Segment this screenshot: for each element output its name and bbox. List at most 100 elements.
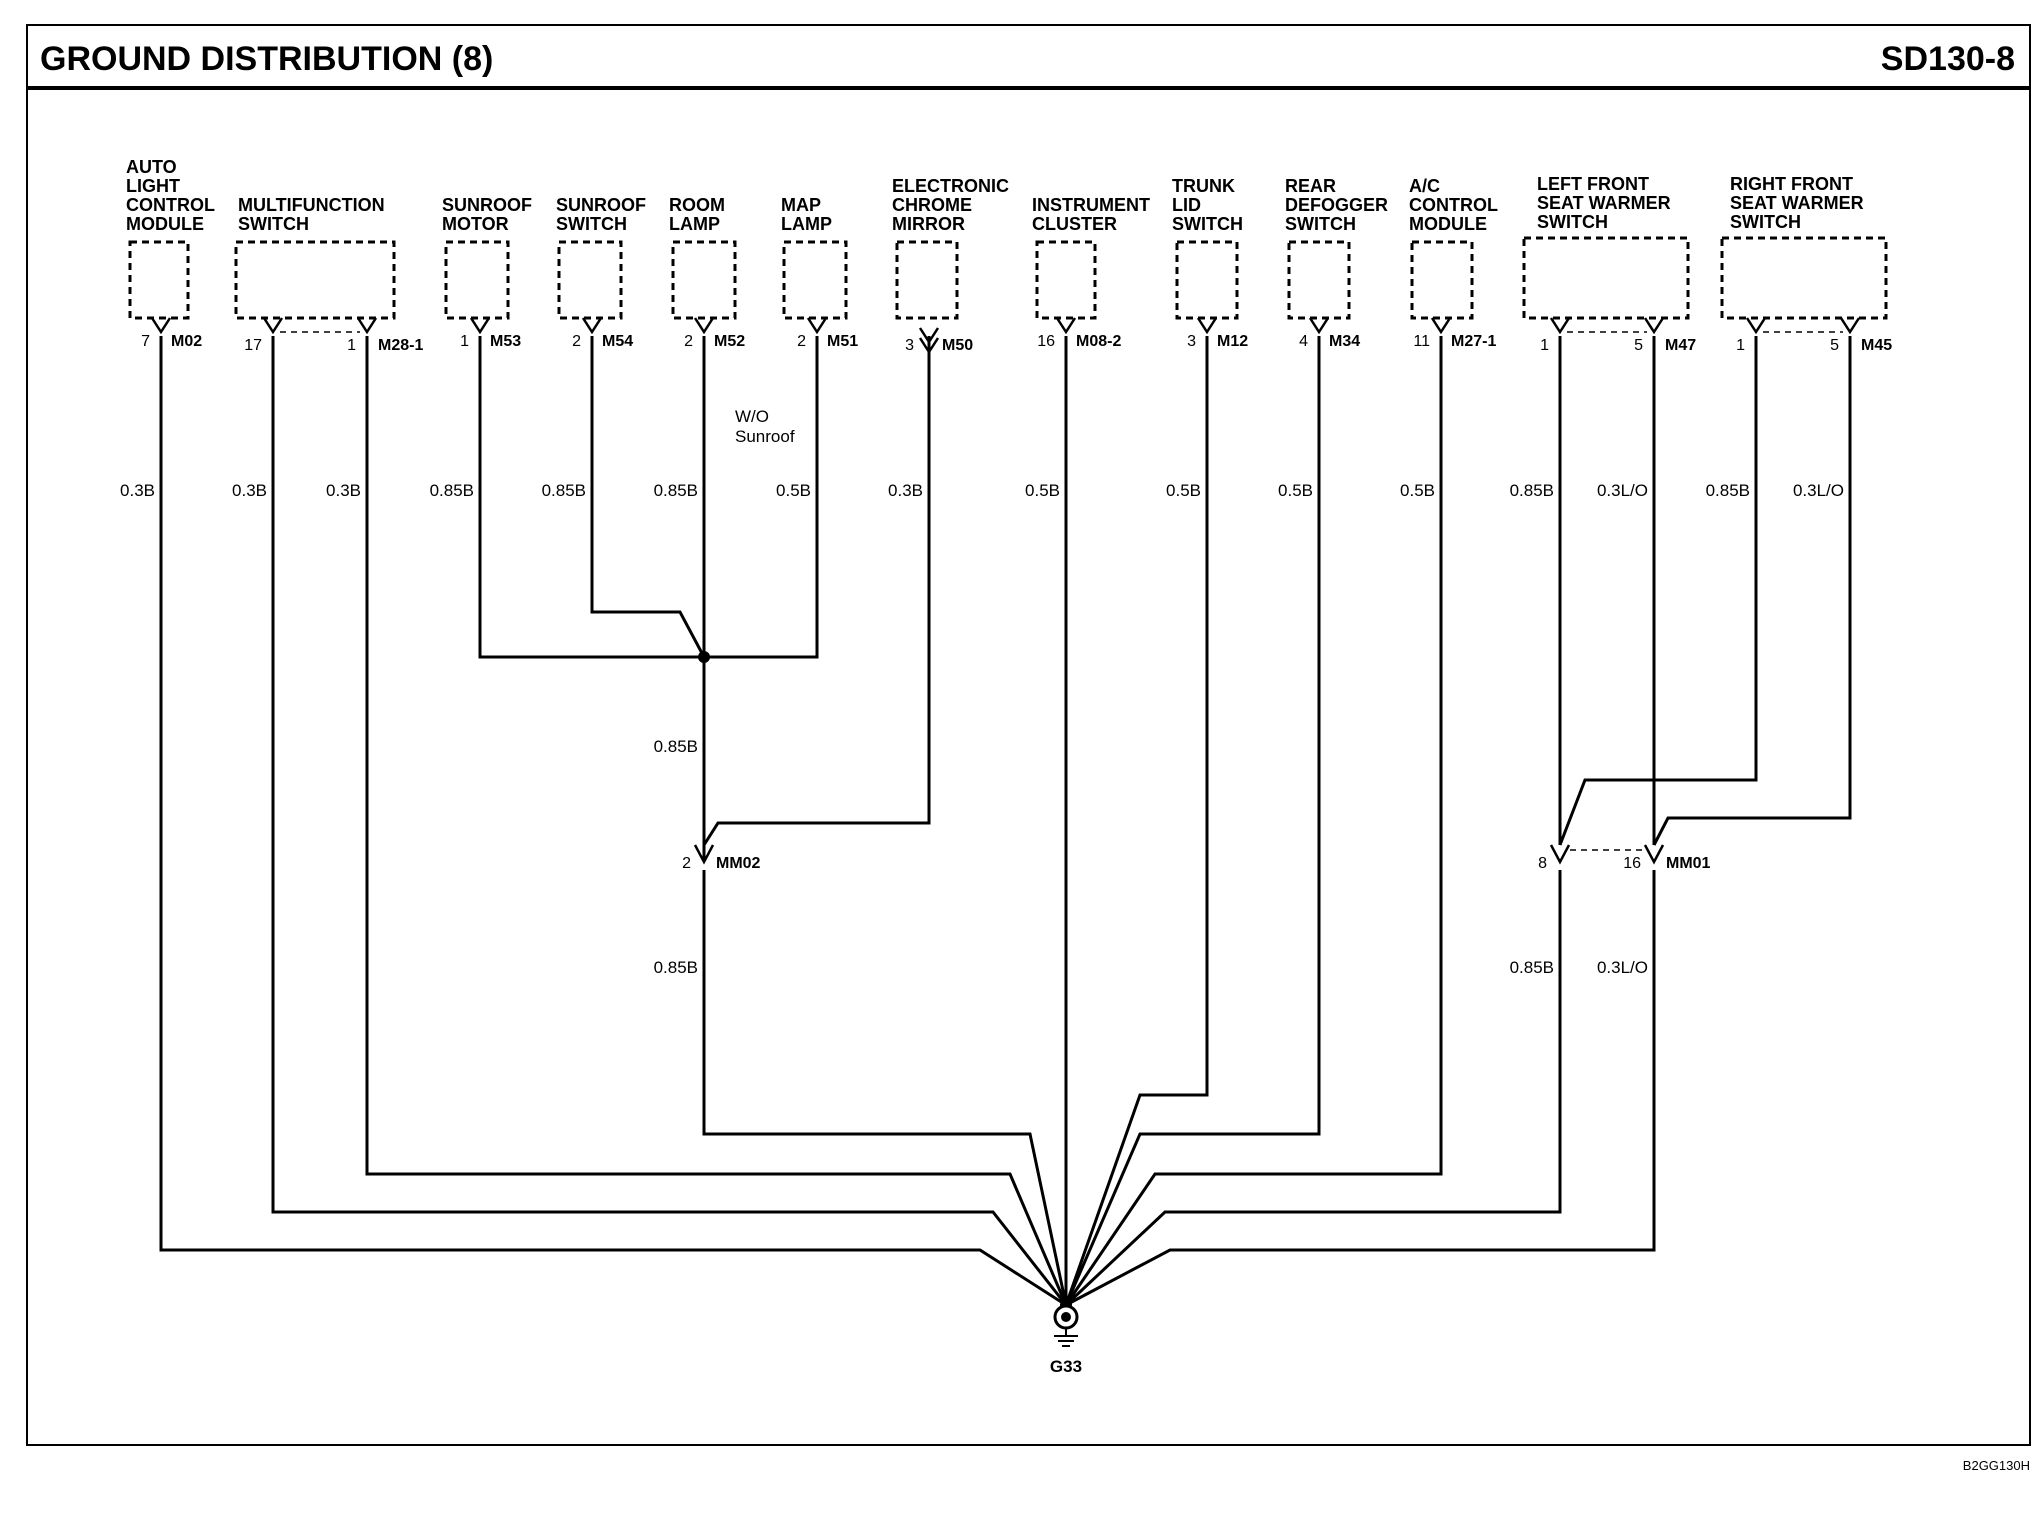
label-sunroof-switch: SUNROOF SWITCH	[556, 195, 646, 234]
svg-text:3: 3	[1187, 333, 1196, 350]
box-map-lamp	[782, 240, 848, 320]
wire-m28-17	[271, 336, 1068, 1306]
svg-text:0.85B: 0.85B	[1510, 481, 1554, 500]
footer-code: B2GG130H	[1963, 1458, 2030, 1473]
box-right-seat-warmer	[1720, 236, 1888, 320]
box-room-lamp	[671, 240, 737, 320]
svg-text:2: 2	[682, 855, 691, 872]
wire-m27-11	[1064, 336, 1443, 1306]
svg-text:SWITCH: SWITCH	[1172, 214, 1243, 234]
svg-text:TRUNK: TRUNK	[1172, 176, 1235, 196]
svg-text:0.5B: 0.5B	[1278, 481, 1313, 500]
svg-text:CLUSTER: CLUSTER	[1032, 214, 1117, 234]
svg-text:SWITCH: SWITCH	[238, 214, 309, 234]
ground-label: G33	[1050, 1357, 1082, 1376]
svg-text:5: 5	[1830, 337, 1839, 354]
svg-text:ROOM: ROOM	[669, 195, 725, 215]
page-title: GROUND DISTRIBUTION (8)	[40, 40, 493, 78]
ground-g33: G33	[1050, 1299, 1082, 1376]
svg-text:M51: M51	[827, 333, 858, 350]
page-code: SD130-8	[1881, 40, 2015, 78]
svg-text:REAR: REAR	[1285, 176, 1336, 196]
svg-text:M28-1: M28-1	[378, 337, 423, 354]
svg-text:16: 16	[1623, 855, 1641, 872]
wire-mm02-out	[702, 870, 1068, 1306]
svg-text:SWITCH: SWITCH	[1537, 212, 1608, 232]
svg-text:M52: M52	[714, 333, 745, 350]
box-rear-defogger	[1287, 240, 1351, 320]
svg-text:2: 2	[684, 333, 693, 350]
svg-text:7: 7	[141, 333, 150, 350]
svg-text:SEAT WARMER: SEAT WARMER	[1730, 193, 1864, 213]
label-chrome-mirror: ELECTRONIC CHROME MIRROR	[892, 176, 1009, 234]
svg-text:2: 2	[797, 333, 806, 350]
box-sunroof-motor	[444, 240, 510, 320]
svg-text:MAP: MAP	[781, 195, 821, 215]
label-room-lamp: ROOM LAMP	[669, 195, 725, 234]
svg-text:1: 1	[347, 337, 356, 354]
wire-m53-1	[478, 336, 704, 659]
box-chrome-mirror	[895, 240, 959, 320]
svg-text:0.3L/O: 0.3L/O	[1597, 958, 1648, 977]
svg-text:16: 16	[1037, 333, 1055, 350]
label-instrument-cluster: INSTRUMENT CLUSTER	[1032, 195, 1150, 234]
svg-text:CONTROL: CONTROL	[1409, 195, 1498, 215]
svg-text:0.5B: 0.5B	[1166, 481, 1201, 500]
label-left-seat-warmer: LEFT FRONT SEAT WARMER SWITCH	[1537, 174, 1671, 232]
splice-point	[698, 651, 710, 663]
svg-text:0.5B: 0.5B	[1400, 481, 1435, 500]
box-multifunction	[234, 240, 396, 320]
svg-text:MULTIFUNCTION: MULTIFUNCTION	[238, 195, 385, 215]
svg-text:5: 5	[1634, 337, 1643, 354]
svg-text:M47: M47	[1665, 337, 1696, 354]
svg-text:M02: M02	[171, 333, 202, 350]
components	[128, 236, 1888, 865]
wire-m34-4	[1064, 336, 1321, 1306]
box-ac-control	[1410, 240, 1474, 320]
svg-text:LIGHT: LIGHT	[126, 176, 180, 196]
svg-text:M45: M45	[1861, 337, 1892, 354]
svg-text:Sunroof: Sunroof	[735, 427, 795, 446]
label-rear-defogger: REAR DEFOGGER SWITCH	[1285, 176, 1388, 234]
svg-text:MIRROR: MIRROR	[892, 214, 965, 234]
diagram-frame	[26, 24, 2031, 1446]
wire-m45-5	[1652, 336, 1852, 846]
svg-text:1: 1	[1540, 337, 1549, 354]
svg-text:LAMP: LAMP	[669, 214, 720, 234]
svg-text:M27-1: M27-1	[1451, 333, 1496, 350]
svg-text:SWITCH: SWITCH	[556, 214, 627, 234]
svg-text:M50: M50	[942, 337, 973, 354]
wire-mm01-8	[1064, 870, 1562, 1307]
svg-text:2: 2	[572, 333, 581, 350]
svg-text:4: 4	[1299, 333, 1308, 350]
svg-text:MODULE: MODULE	[1409, 214, 1487, 234]
label-ac-control: A/C CONTROL MODULE	[1409, 176, 1498, 234]
wire-m54-2	[590, 336, 706, 658]
label-sunroof-motor: SUNROOF MOTOR	[442, 195, 532, 234]
box-left-seat-warmer	[1522, 236, 1690, 320]
wires	[159, 336, 1852, 1307]
connector-chevrons	[150, 317, 1861, 865]
svg-text:0.3B: 0.3B	[888, 481, 923, 500]
svg-text:SEAT WARMER: SEAT WARMER	[1537, 193, 1671, 213]
svg-text:0.3B: 0.3B	[326, 481, 361, 500]
svg-text:1: 1	[1736, 337, 1745, 354]
svg-text:17: 17	[244, 337, 262, 354]
svg-text:A/C: A/C	[1409, 176, 1440, 196]
svg-text:CONTROL: CONTROL	[126, 195, 215, 215]
svg-text:INSTRUMENT: INSTRUMENT	[1032, 195, 1150, 215]
svg-text:SWITCH: SWITCH	[1730, 212, 1801, 232]
svg-text:1: 1	[460, 333, 469, 350]
svg-text:LEFT FRONT: LEFT FRONT	[1537, 174, 1649, 194]
wire-m45-1	[1558, 336, 1758, 846]
label-right-seat-warmer: RIGHT FRONT SEAT WARMER SWITCH	[1730, 174, 1864, 232]
box-sunroof-switch	[557, 240, 623, 320]
svg-text:SUNROOF: SUNROOF	[442, 195, 532, 215]
svg-text:M12: M12	[1217, 333, 1248, 350]
svg-text:0.5B: 0.5B	[1025, 481, 1060, 500]
wire-m28-1	[365, 336, 1068, 1306]
wire-m50-3	[702, 336, 931, 846]
svg-text:M08-2: M08-2	[1076, 333, 1121, 350]
box-auto-light	[128, 240, 190, 320]
svg-text:0.85B: 0.85B	[542, 481, 586, 500]
